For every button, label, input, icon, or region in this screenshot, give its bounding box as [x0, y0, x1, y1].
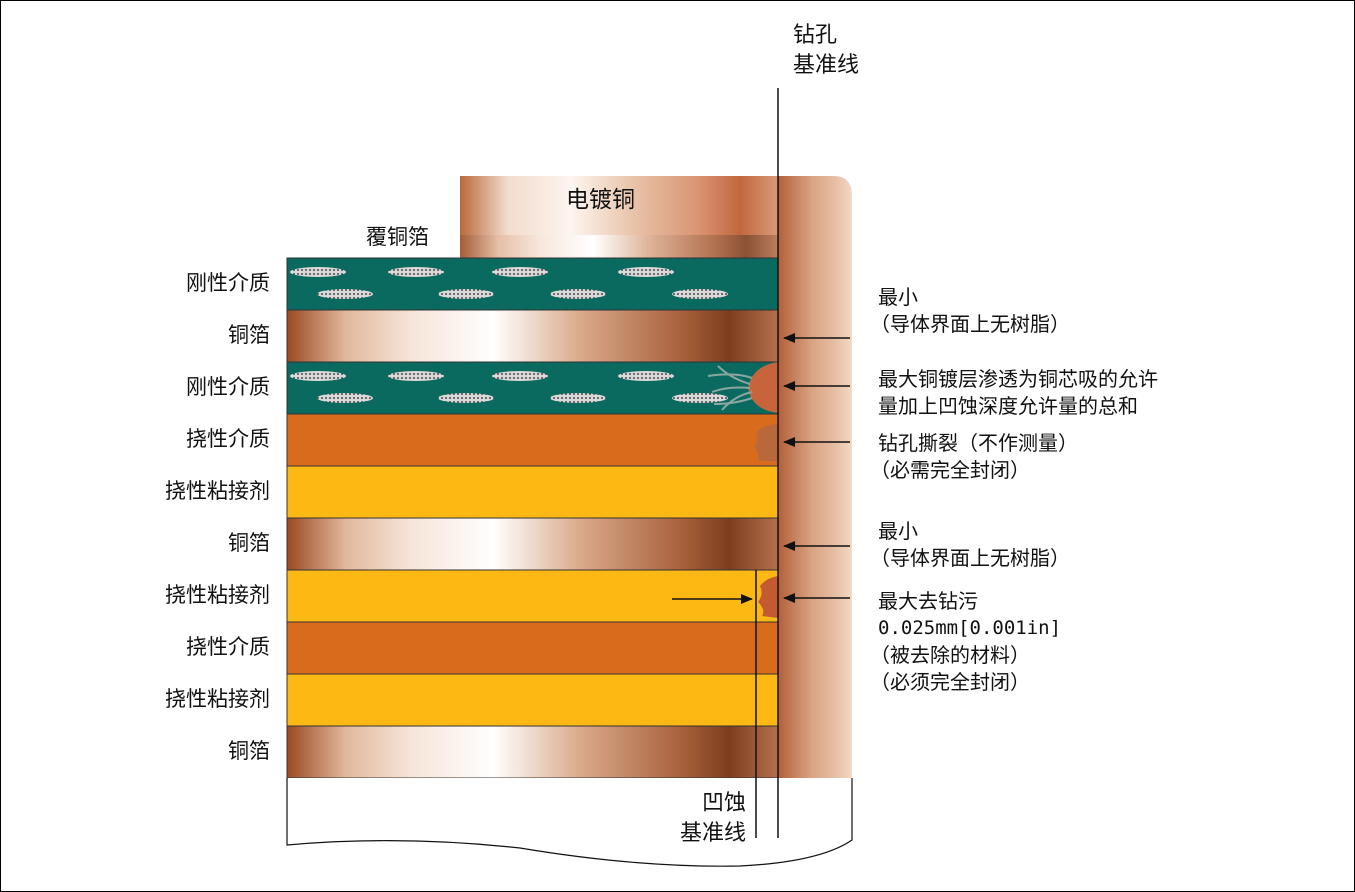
glass-fiber-bundle — [672, 393, 728, 403]
glass-fiber-bundle — [550, 289, 606, 299]
annotation-drill-tear: 钻孔撕裂（不作测量）（必需完全封闭） — [870, 431, 1078, 482]
desmear-mark — [758, 576, 778, 618]
glass-fiber-bundle — [438, 393, 494, 403]
layer-flex-7 — [286, 621, 779, 675]
glass-fiber-bundle — [492, 371, 548, 381]
layer-label: 挠性粘接剂 — [165, 583, 270, 607]
glass-fiber-bundle — [290, 371, 346, 381]
layer-flex-3 — [286, 413, 779, 467]
glass-fiber-bundle — [618, 267, 674, 277]
plating-copper — [460, 176, 778, 235]
layer-label: 铜箔 — [228, 739, 270, 763]
layer-label: 刚性介质 — [186, 375, 270, 399]
glass-fiber-bundle — [388, 371, 444, 381]
layer-rigid-2 — [286, 361, 779, 415]
glass-fiber-bundle — [438, 289, 494, 299]
glass-fiber-bundle — [492, 267, 548, 277]
layer-copper-9 — [286, 725, 779, 779]
plated-barrel — [778, 176, 852, 778]
glass-fiber-bundle — [317, 289, 373, 299]
layer-label: 铜箔 — [228, 323, 270, 347]
board-outline — [286, 778, 853, 867]
layer-adhesive-8 — [286, 673, 779, 727]
glass-fiber-bundle — [317, 393, 373, 403]
glass-fiber-bundle — [290, 267, 346, 277]
annotation-min-2: 最小（导体界面上无树脂） — [870, 519, 1070, 570]
plating-label: 电镀铜 — [566, 187, 635, 213]
clad-foil-label: 覆铜箔 — [366, 225, 429, 249]
annotation-max-wicking: 最大铜镀层渗透为铜芯吸的允许量加上凹蚀深度允许量的总和 — [878, 367, 1158, 418]
drill-reference-label: 钻孔 基准线 — [793, 23, 860, 78]
annotation-min-1: 最小（导体界面上无树脂） — [870, 285, 1070, 336]
layer-label: 挠性粘接剂 — [165, 687, 270, 711]
wicking-fibers — [707, 365, 753, 411]
layer-adhesive-6 — [286, 569, 779, 623]
drill-tear — [754, 424, 778, 462]
layer-label: 刚性介质 — [186, 271, 270, 295]
layer-copper-5 — [286, 517, 779, 571]
layer-label: 挠性介质 — [186, 427, 270, 451]
glass-fiber-bundle — [388, 267, 444, 277]
layer-adhesive-4 — [286, 465, 779, 519]
glass-fiber-bundle — [550, 393, 606, 403]
plating-copper-lower — [460, 235, 778, 261]
layer-label: 铜箔 — [228, 531, 270, 555]
layer-label: 挠性粘接剂 — [165, 479, 270, 503]
layer-rigid-0 — [286, 257, 779, 311]
glass-fiber-bundle — [672, 289, 728, 299]
annotation-desmear: 最大去钻污 0.025mm[0.001in] （被去除的材料） （必须完全封闭） — [870, 589, 1062, 694]
wicking-blob — [748, 362, 778, 413]
layer-label: 挠性介质 — [186, 635, 270, 659]
etchback-reference-label: 凹蚀 基准线 — [679, 791, 746, 846]
glass-fiber-bundle — [618, 371, 674, 381]
layer-copper-1 — [286, 309, 779, 363]
